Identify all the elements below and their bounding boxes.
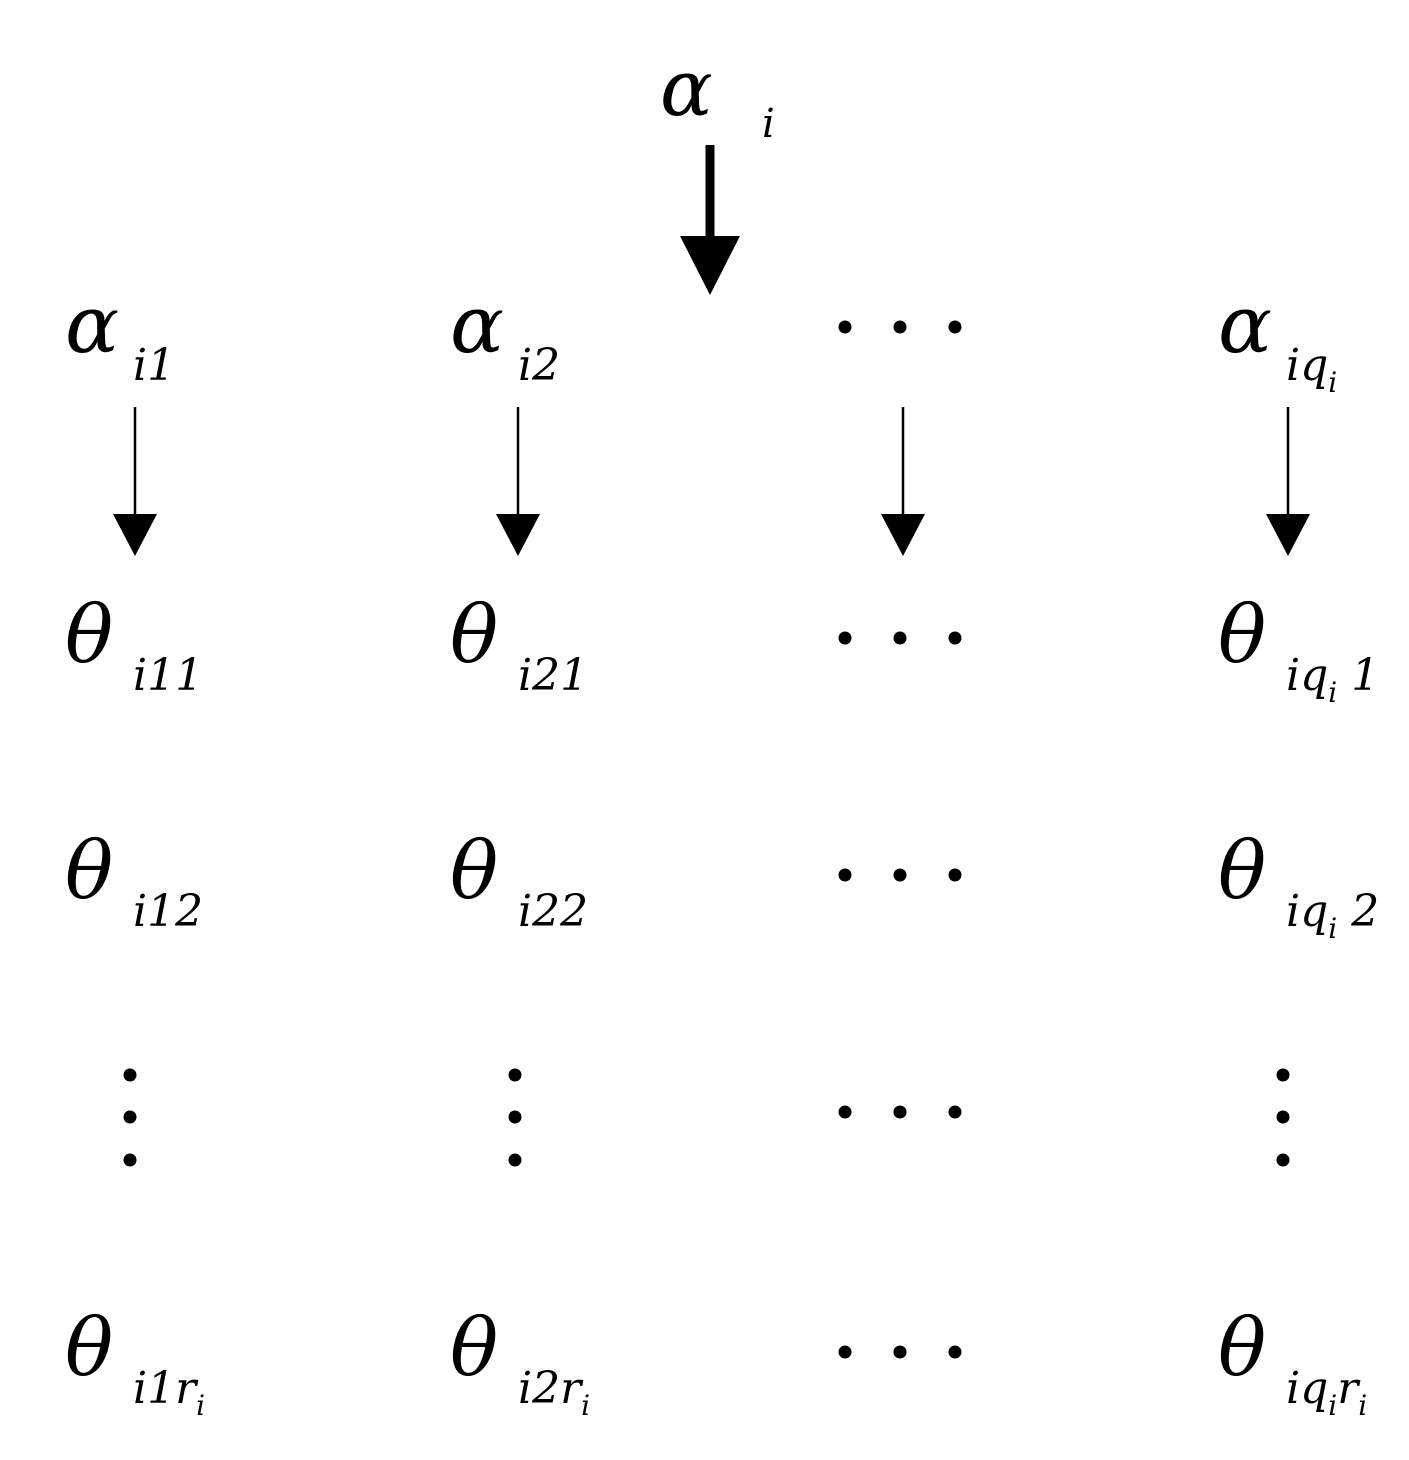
theta-node-2-2-subscript: i22 — [518, 886, 588, 937]
vertical-ellipsis-col-1 — [123, 1068, 137, 1167]
theta-node-4-last-symbol: θ — [1218, 1301, 1266, 1394]
root-node-alpha-i: α i — [660, 44, 775, 147]
column-3 — [838, 320, 962, 1359]
theta-node-1-last-symbol: θ — [65, 1301, 113, 1394]
theta-node-4-2-symbol: θ — [1218, 824, 1266, 917]
arrow-col-2 — [496, 407, 540, 556]
theta-ellipsis-row-last — [838, 1345, 962, 1359]
arrow-col-1 — [113, 407, 157, 556]
alpha-node-1-subscript: i1 — [133, 340, 175, 391]
root-symbol: α — [660, 44, 713, 134]
vertical-ellipsis-col-4 — [1276, 1068, 1290, 1167]
theta-node-2-2-symbol: θ — [450, 824, 498, 917]
theta-node-1-1-subscript: i11 — [133, 650, 203, 701]
theta-node-1-2-subscript: i12 — [133, 886, 203, 937]
theta-node-1-1-symbol: θ — [65, 588, 113, 681]
theta-node-2-last-symbol: θ — [450, 1301, 498, 1394]
theta-node-4-last-subscript: iqiri — [1286, 1363, 1367, 1422]
theta-ellipsis-row-1 — [838, 631, 962, 645]
theta-node-2-1-symbol: θ — [450, 588, 498, 681]
column-1: α i1 θ i11 θ i12 θ i1ri — [65, 278, 205, 1422]
vertical-ellipsis-col-2 — [508, 1068, 522, 1167]
theta-node-1-2-symbol: θ — [65, 824, 113, 917]
alpha-node-2-symbol: α — [450, 278, 504, 371]
root-subscript: i — [762, 101, 775, 147]
theta-ellipsis-row-2 — [838, 868, 962, 882]
theta-node-2-last-subscript: i2ri — [518, 1363, 590, 1422]
arrow-col-4 — [1266, 407, 1310, 556]
theta-node-4-1-symbol: θ — [1218, 588, 1266, 681]
alpha-node-1-symbol: α — [65, 278, 119, 371]
alpha-ellipsis — [838, 320, 962, 334]
alpha-node-4-subscript: iqi — [1286, 340, 1337, 399]
arrow-col-3 — [881, 407, 925, 556]
alpha-node-4-symbol: α — [1218, 278, 1272, 371]
theta-node-4-1-subscript: iqi 1 — [1286, 650, 1379, 709]
alpha-node-2-subscript: i2 — [518, 340, 560, 391]
root-arrow — [680, 145, 740, 295]
ellipsis-middle — [838, 1105, 962, 1119]
theta-node-2-1-subscript: i21 — [518, 650, 588, 701]
theta-node-4-2-subscript: iqi 2 — [1286, 886, 1379, 945]
column-2: α i2 θ i21 θ i22 θ i2ri — [450, 278, 590, 1422]
theta-node-1-last-subscript: i1ri — [133, 1363, 205, 1422]
